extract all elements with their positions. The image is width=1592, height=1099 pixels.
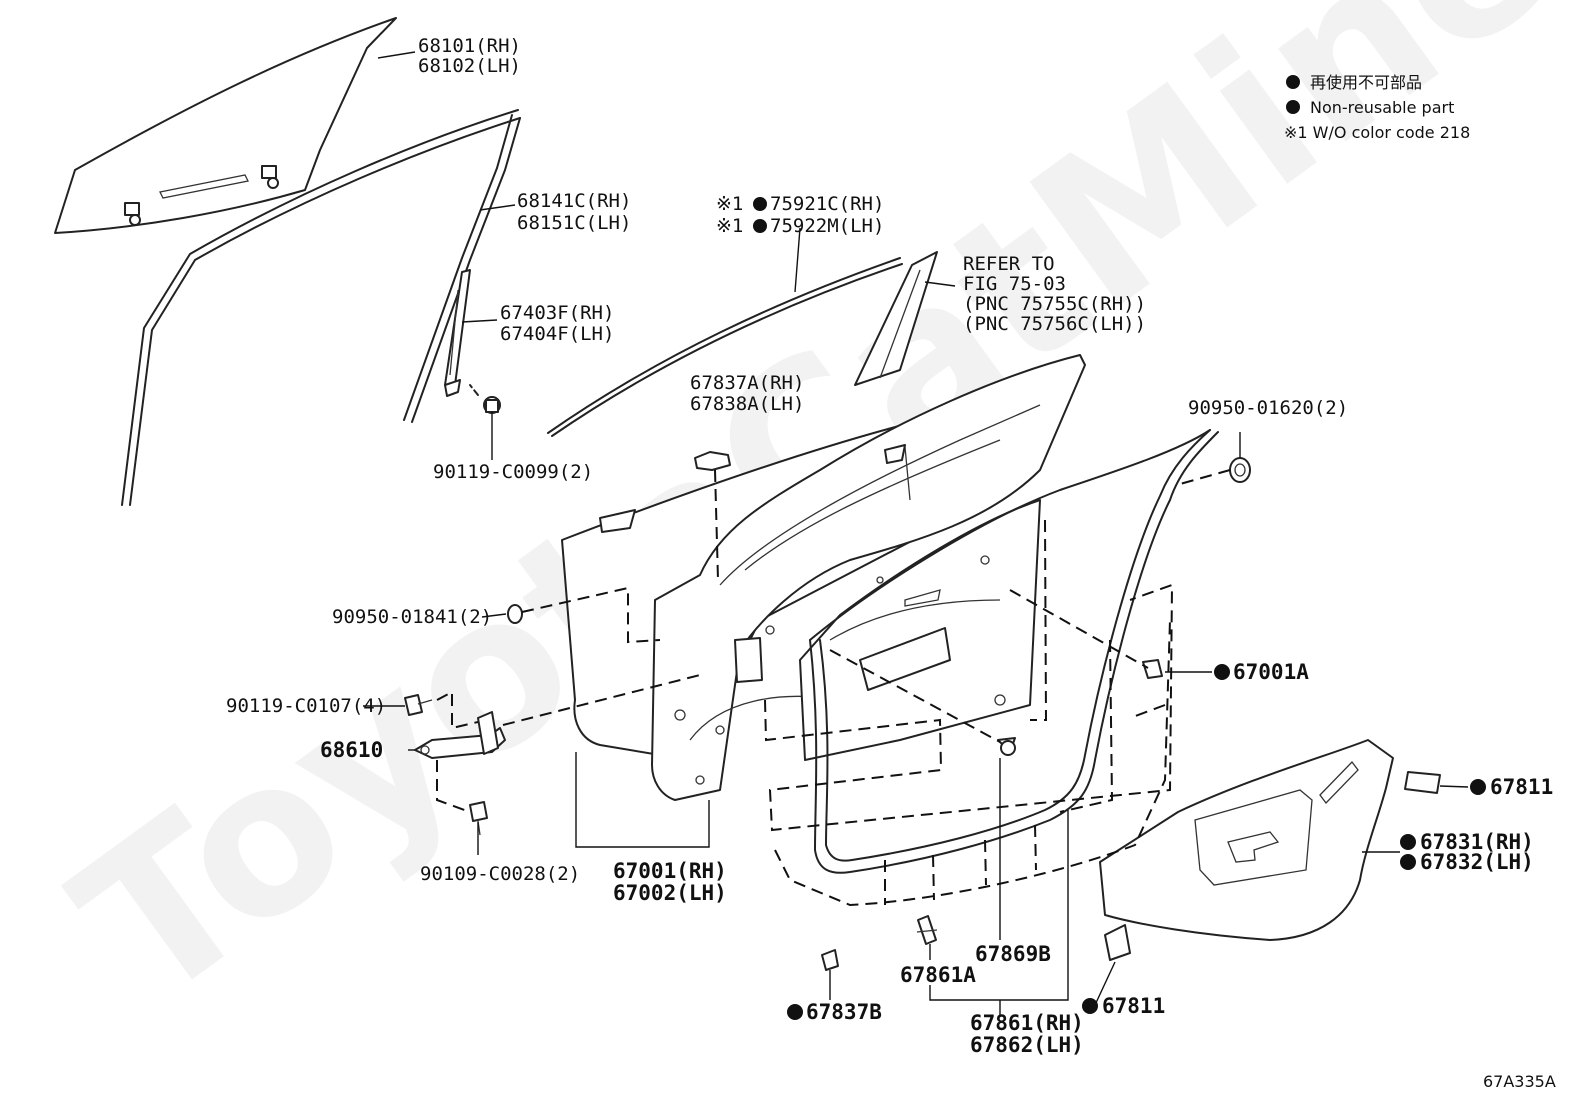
- legend-dot-en: [1286, 100, 1300, 114]
- label-moulding-rh: 75921C(RH): [770, 193, 884, 215]
- label-service-cover-rh: 67831(RH): [1420, 830, 1534, 854]
- callout-labels: 68101(RH) 68102(LH) 68141C(RH) 68151C(LH…: [226, 35, 1553, 1057]
- figure-code: 67A335A: [1483, 1072, 1556, 1091]
- plug-90950-01620-part: [1229, 457, 1251, 483]
- label-bracket-67837b: 67837B: [806, 1000, 882, 1024]
- label-weatherstrip-rh: 67861(RH): [970, 1011, 1084, 1035]
- dot-service-cover-rh: [1400, 834, 1416, 850]
- label-refer-line2: FIG 75-03: [963, 273, 1066, 295]
- door-trim-inner-part: [799, 499, 1041, 761]
- bolt-90109-c0028-part: [469, 801, 488, 836]
- label-sash-channel-lh: 67404F(LH): [500, 323, 614, 345]
- label-sash-channel-rh: 67403F(RH): [500, 302, 614, 324]
- label-clip-67861a: 67861A: [900, 963, 976, 987]
- label-plug-90950-01841: 90950-01841(2): [332, 606, 492, 628]
- label-refer-line3: (PNC 75755C(RH)): [963, 293, 1146, 315]
- bracket-67837b-part: [821, 949, 839, 971]
- legend: 再使用不可部品 Non-reusable part ※1 W/O color c…: [1284, 73, 1470, 142]
- label-glass-rh: 68101(RH): [418, 35, 521, 57]
- dot-cover-67811-bottom: [1082, 998, 1098, 1014]
- label-door-panel-lh: 67002(LH): [613, 881, 727, 905]
- bolt-90119-c0099-part: [469, 384, 501, 414]
- label-run-channel-rh: 68141C(RH): [517, 190, 631, 212]
- label-weatherstrip-lh: 67862(LH): [970, 1033, 1084, 1057]
- label-refer-line4: (PNC 75756C(LH)): [963, 313, 1146, 335]
- label-door-panel-rh: 67001(RH): [613, 859, 727, 883]
- cover-67811-right-part: [1404, 771, 1441, 794]
- dot-moulding-lh: [753, 219, 767, 233]
- label-moulding-prefix-lh: ※1: [716, 215, 743, 237]
- pillar-garnish-part: [854, 251, 938, 386]
- cover-67811-bottom-part: [1104, 924, 1131, 961]
- label-service-cover-lh: 67832(LH): [1420, 850, 1534, 874]
- label-bracket-top-lh: 67838A(LH): [690, 393, 804, 415]
- label-glass-lh: 68102(LH): [418, 55, 521, 77]
- glass-run-channel-part: [121, 109, 521, 506]
- label-bracket-top-rh: 67837A(RH): [690, 372, 804, 394]
- clip-67001a-part: [1142, 659, 1163, 679]
- label-plug-90950-01620: 90950-01620(2): [1188, 397, 1348, 419]
- label-bolt-90109-c0028: 90109-C0028(2): [420, 863, 580, 885]
- sash-channel-part: [444, 269, 471, 397]
- dot-clip-67001a: [1214, 664, 1230, 680]
- label-run-channel-lh: 68151C(LH): [517, 212, 631, 234]
- assembly-dashed-lines: [436, 469, 1231, 907]
- bolt-90119-c0107-part: [404, 694, 433, 716]
- label-moulding-prefix-rh: ※1: [716, 193, 743, 215]
- label-cover-67811-right: 67811: [1490, 775, 1553, 799]
- label-bolt-90119-c0099: 90119-C0099(2): [433, 461, 593, 483]
- legend-non-reusable-jp: 再使用不可部品: [1310, 73, 1422, 92]
- label-door-check-68610: 68610: [320, 738, 383, 762]
- leader-lines: [363, 51, 1469, 1015]
- clip-67861a-part: [916, 915, 938, 945]
- door-weatherstrip-part: [809, 429, 1219, 874]
- dot-bracket-67837b: [787, 1004, 803, 1020]
- plug-90950-01841-part: [507, 604, 523, 624]
- door-glass-part: [54, 17, 397, 234]
- door-check-part: [414, 711, 506, 759]
- label-clip-67869b: 67869B: [975, 942, 1051, 966]
- dot-service-cover-lh: [1400, 854, 1416, 870]
- belt-moulding-part: [547, 257, 903, 437]
- legend-non-reusable-en: Non-reusable part: [1310, 98, 1454, 117]
- label-clip-67001a: 67001A: [1233, 660, 1309, 684]
- clip-67869b-part: [997, 737, 1016, 756]
- bracket-67837a-part: [694, 451, 731, 471]
- label-refer-line1: REFER TO: [963, 253, 1055, 275]
- label-cover-67811-bottom: 67811: [1102, 994, 1165, 1018]
- legend-note: ※1 W/O color code 218: [1284, 123, 1470, 142]
- label-bolt-90119-c0107: 90119-C0107(4): [226, 695, 386, 717]
- dot-cover-67811-right: [1470, 779, 1486, 795]
- service-hole-cover-part: [1099, 739, 1394, 941]
- label-moulding-lh: 75922M(LH): [770, 215, 884, 237]
- legend-dot-jp: [1286, 75, 1300, 89]
- dot-moulding-rh: [753, 197, 767, 211]
